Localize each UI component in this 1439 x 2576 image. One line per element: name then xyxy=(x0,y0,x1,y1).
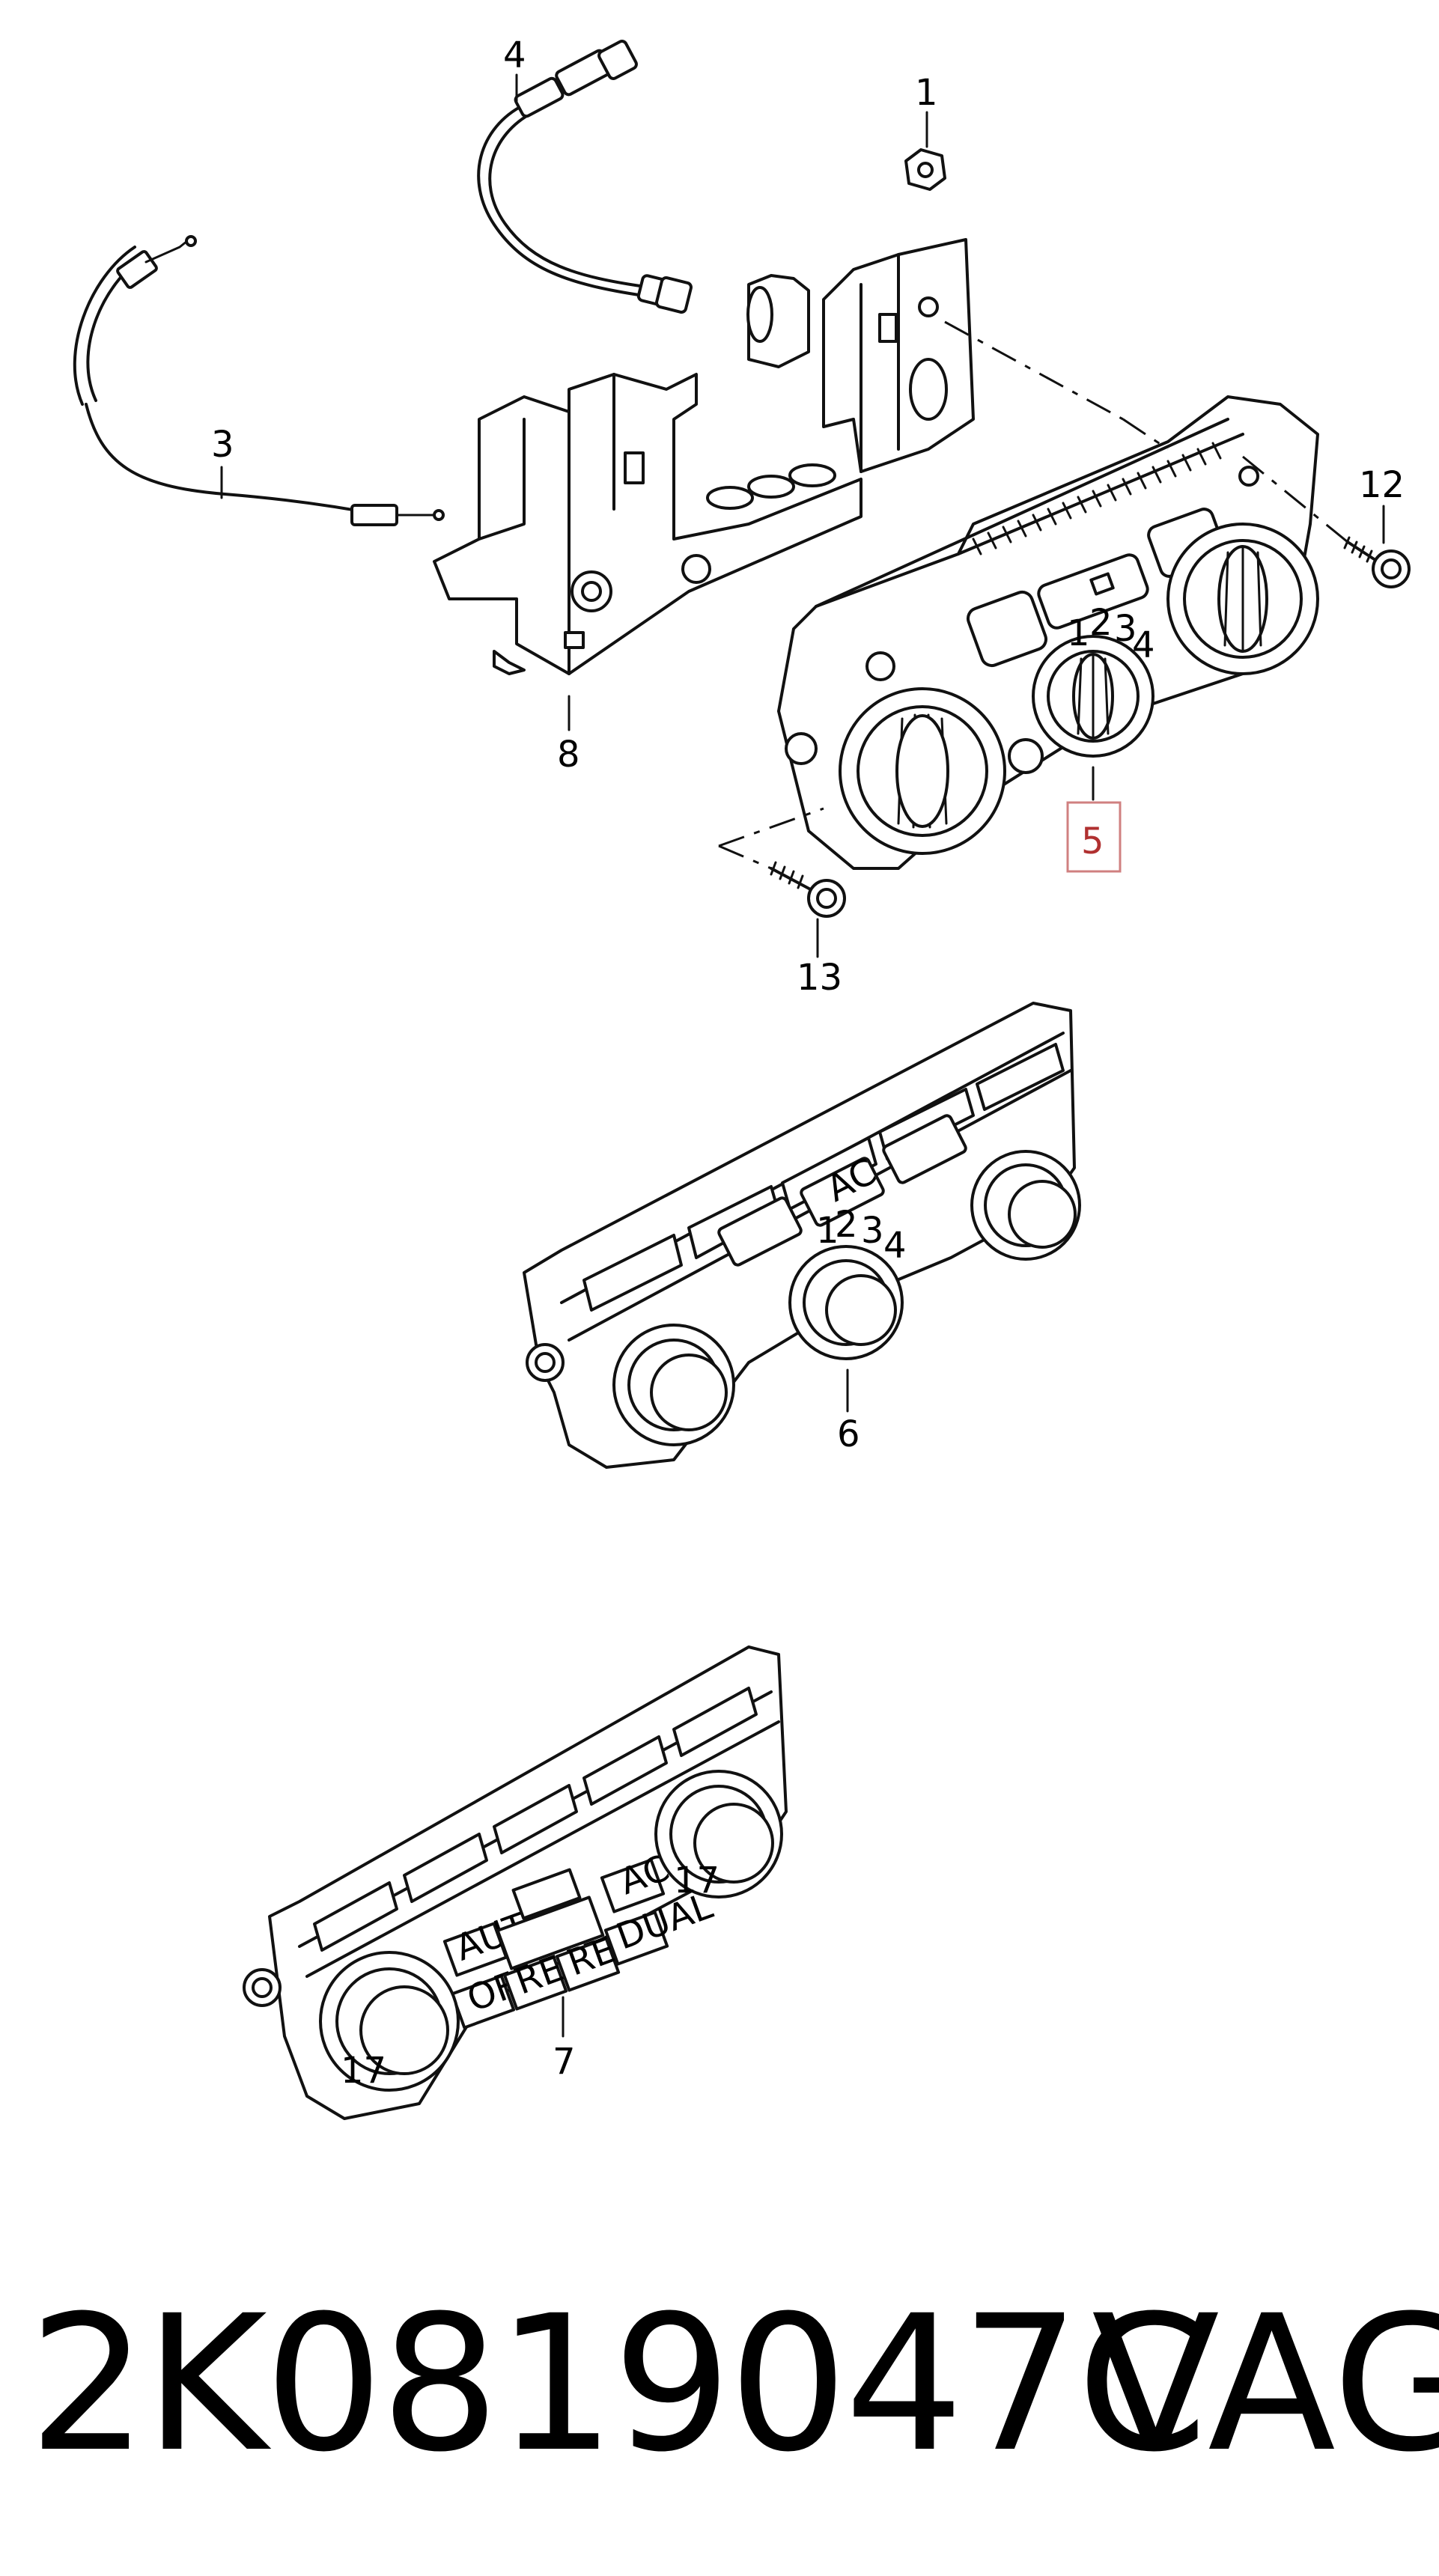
callout-7: 7 xyxy=(553,2041,576,2083)
brand-name: VAG xyxy=(1092,2275,1439,2493)
callout-12: 12 xyxy=(1359,464,1405,506)
callout-5-highlight-box xyxy=(1066,801,1122,873)
panel6-dial-label-3: 3 xyxy=(861,1210,884,1252)
part-7-climatronic-panel: AUTO OFF REAR REST DUAL AC 17 17 xyxy=(243,1645,788,2120)
panel5-dial-label-3: 3 xyxy=(1114,608,1137,650)
callout-13: 13 xyxy=(797,957,842,999)
part-number: 2K0819047C xyxy=(28,2275,1208,2493)
ribs xyxy=(972,442,1222,555)
callout-4: 4 xyxy=(503,34,526,76)
part-3-bowden-cable xyxy=(73,235,445,526)
panel7-top-buttons xyxy=(313,1687,758,1952)
panel5-dial-label-2: 2 xyxy=(1089,602,1113,644)
part-4-cable xyxy=(477,40,693,314)
panel6-dial-label-4: 4 xyxy=(883,1225,907,1267)
panel6-dial-label-1: 1 xyxy=(816,1210,839,1252)
panel5-dial-label-4: 4 xyxy=(1132,624,1155,666)
callout-3: 3 xyxy=(211,424,234,466)
callout-5: 5 xyxy=(1081,820,1104,862)
panel7-temp-right: 17 xyxy=(674,1860,720,1901)
part-1-nut xyxy=(904,148,946,191)
part-6-control-panel: AC 1 2 3 4 xyxy=(523,1002,1081,1469)
part-12-screw xyxy=(1343,536,1411,588)
part-5-control-unit: 1 2 3 4 xyxy=(777,395,1319,870)
panel5-dial-label-1: 1 xyxy=(1067,612,1090,654)
callout-8: 8 xyxy=(557,734,580,776)
callout-1: 1 xyxy=(915,72,938,114)
panel7-button-grid: AUTO OFF REAR REST DUAL AC xyxy=(442,1847,718,2030)
panel7-temp-left: 17 xyxy=(341,2050,386,2092)
part-13-screw xyxy=(770,861,846,918)
callout-6: 6 xyxy=(837,1413,860,1455)
panel6-dial-label-2: 2 xyxy=(835,1204,858,1246)
part-8-bracket xyxy=(433,238,975,675)
